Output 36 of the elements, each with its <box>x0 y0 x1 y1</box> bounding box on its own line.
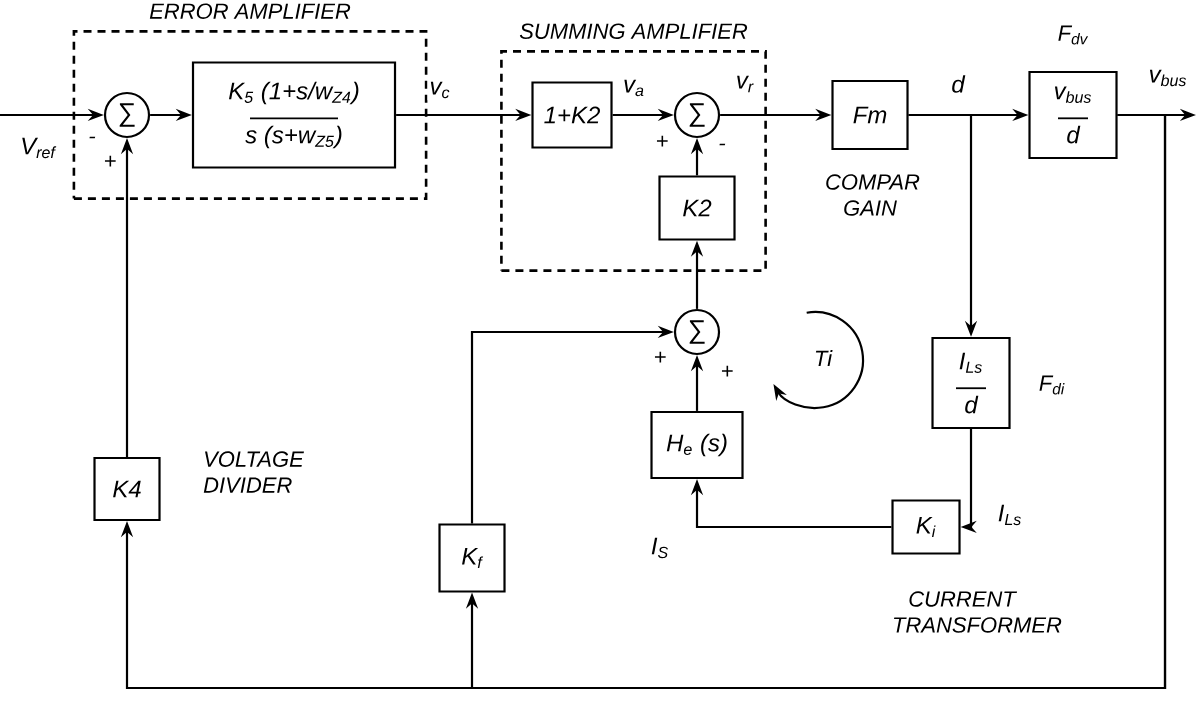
sign-label: Ti <box>815 350 833 366</box>
block-box: K$_{f}$ <box>438 523 506 593</box>
edge-label: V$_{ref}$ <box>18 135 58 161</box>
sign-label: + <box>721 365 733 377</box>
edge-label: d <box>949 73 967 95</box>
caption-text: CURRENT TRANSFORMER <box>894 591 1062 633</box>
sign-label: - <box>719 143 726 146</box>
edge-label: v$_{r}$ <box>733 73 757 95</box>
block-box: K2 <box>658 175 736 241</box>
block-box: 1+K2 <box>531 81 613 149</box>
sign-label: + <box>654 351 666 363</box>
caption-text: VOLTAGE DIVIDER <box>203 451 304 493</box>
block-box: Fm <box>831 79 909 151</box>
caption-text: F$_{dv}$ <box>1058 25 1089 45</box>
block-box: H$_{e}$ (s) <box>650 410 744 480</box>
node-label: SUMMING AMPLIFIER <box>519 23 748 39</box>
summing-junction: ∑ <box>103 91 151 139</box>
caption-text: COMPAR GAIN <box>826 174 920 216</box>
sign-label: + <box>656 135 668 147</box>
edge-label: v$_{c}$ <box>427 79 453 101</box>
block-box: K$_{i}$ <box>891 499 961 555</box>
arrow <box>465 113 1167 690</box>
block-box: I$_{Ls}$ d <box>931 336 1011 430</box>
summing-junction: ∑ <box>673 91 721 139</box>
block-box: v$_{bus}$ d <box>1028 70 1118 160</box>
summing-junction: ∑ <box>673 308 721 356</box>
edge-label: I$_{Ls}$ <box>995 502 1025 528</box>
caption-text: F$_{di}$ <box>1039 375 1065 395</box>
node-label: ERROR AMPLIFIER <box>149 3 351 19</box>
edge-label: v$_{bus}$ <box>1146 67 1190 89</box>
sign-label: - <box>89 136 96 139</box>
edge-label: v$_{a}$ <box>621 77 647 99</box>
edge-label: I$_{S}$ <box>648 535 672 561</box>
block-box: K4 <box>93 456 161 522</box>
sign-label: + <box>104 155 116 167</box>
block-box: K$_{5}$ (1+s/w$_{Z4}$) s (s+w$_{Z5}$) <box>191 61 397 169</box>
